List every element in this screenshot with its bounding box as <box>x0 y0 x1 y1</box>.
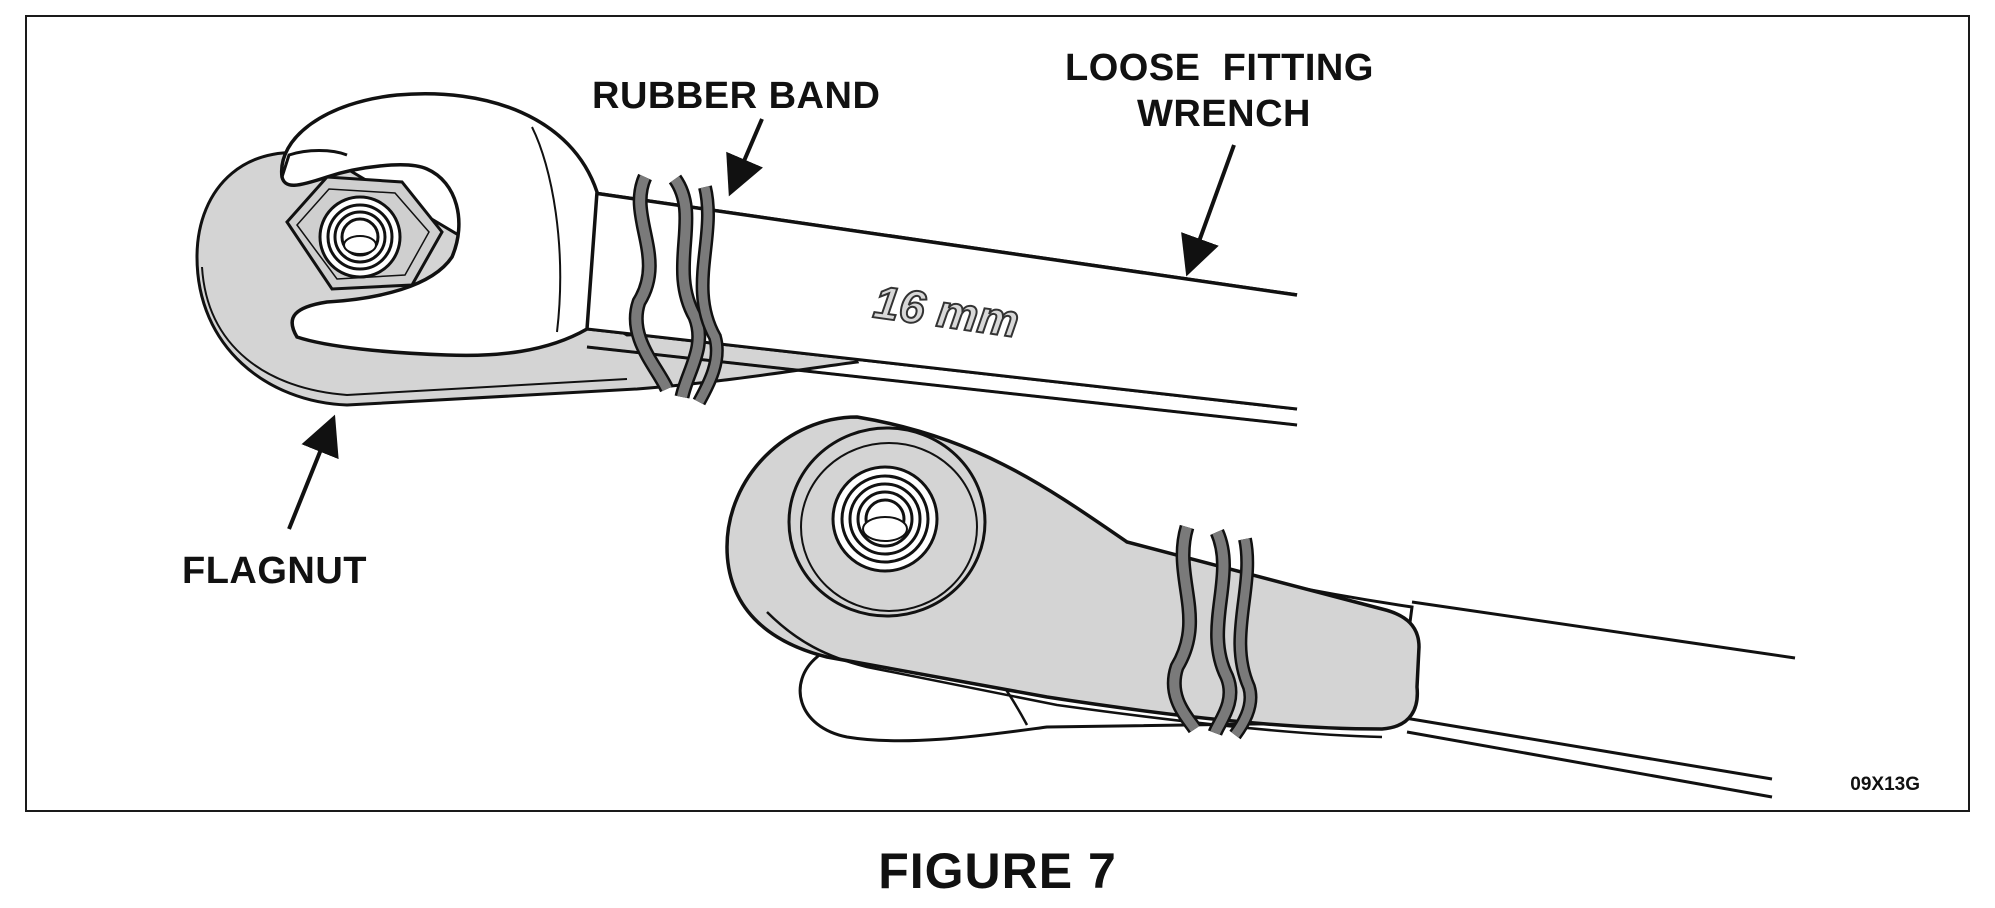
drawing-code: 09X13G <box>1850 774 1920 795</box>
rubber-band-icon <box>628 173 724 406</box>
figure-frame: 16 mm <box>25 15 1970 812</box>
wrench-illustration: 16 mm <box>195 92 1796 799</box>
arrow-icon <box>726 118 764 197</box>
arrow-icon <box>1181 144 1236 277</box>
loose-fitting-label-line1: LOOSE FITTING <box>1065 47 1374 89</box>
rubber-band-label: RUBBER BAND <box>592 75 881 117</box>
figure-caption: FIGURE 7 <box>878 843 1117 899</box>
rubber-band-icon <box>1166 524 1258 740</box>
flagnut-label: FLAGNUT <box>182 550 368 592</box>
arrow-icon <box>287 414 339 530</box>
loose-fitting-label-line2: WRENCH <box>1137 93 1311 135</box>
wrench-icon <box>280 92 1298 427</box>
